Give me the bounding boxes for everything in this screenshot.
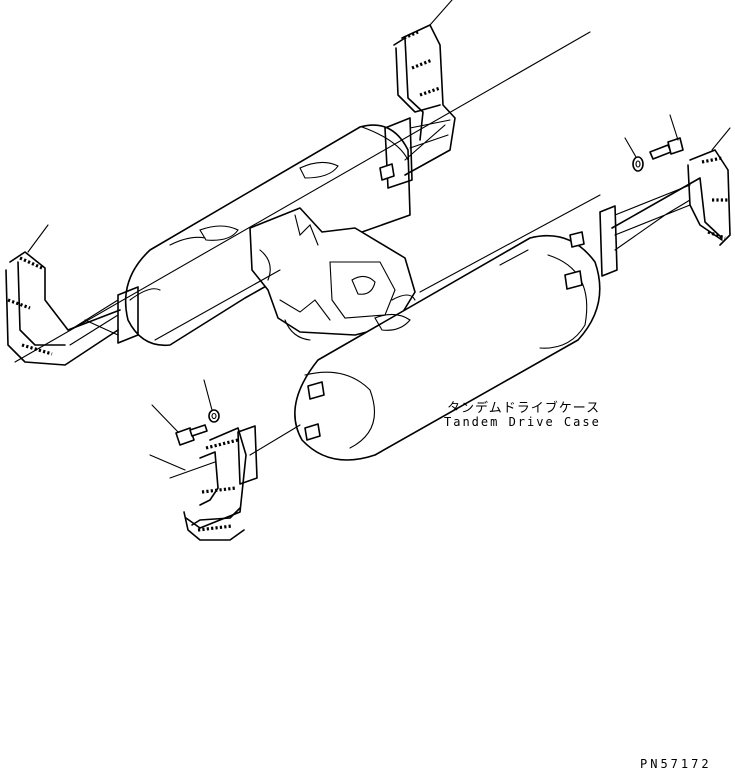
- handrail-right: [599, 127, 731, 277]
- washer-right: [624, 137, 644, 172]
- center-axis-line: [14, 31, 601, 456]
- drawing-number: PN57172: [640, 757, 712, 771]
- handrail-left: [5, 224, 139, 366]
- part-label-english: Tandem Drive Case: [444, 415, 601, 429]
- center-differential: [249, 207, 416, 341]
- lower-drive-case: [294, 231, 601, 461]
- step-lower: [149, 425, 258, 541]
- part-label-japanese: タンデムドライブケース: [447, 401, 601, 416]
- washer-lower: [203, 379, 220, 423]
- handrail-top-right: [379, 0, 456, 189]
- bolt-right: [649, 114, 684, 160]
- bolt-lower: [151, 404, 208, 446]
